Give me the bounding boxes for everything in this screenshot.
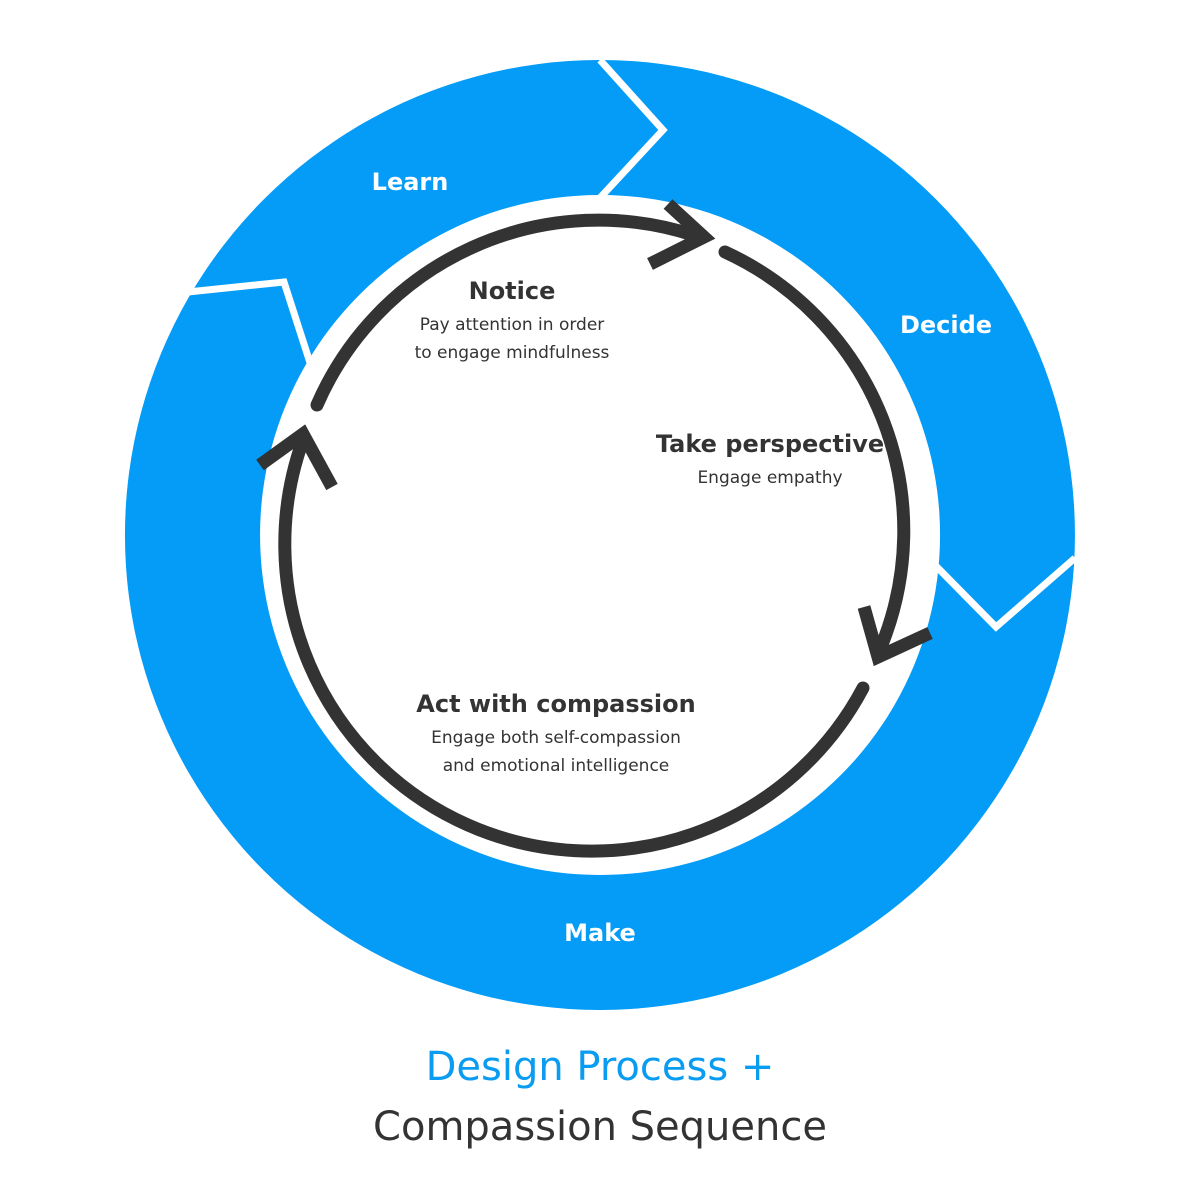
label-make: Make — [564, 919, 636, 947]
perspective-desc-line1: Engage empathy — [697, 468, 842, 488]
notice-desc-line2: to engage mindfulness — [415, 343, 610, 363]
design-process-ring — [124, 57, 1078, 1011]
ring-shape — [124, 60, 1075, 1011]
step-notice: Notice Pay attention in order to engage … — [415, 277, 610, 363]
arrowhead-notice — [647, 199, 716, 270]
step-compassion: Act with compassion Engage both self-com… — [416, 690, 695, 776]
arrowhead-compassion — [256, 424, 338, 491]
arrowhead-perspective — [857, 605, 933, 667]
caption-line1: Design Process + — [426, 1044, 775, 1090]
caption-line2: Compassion Sequence — [373, 1104, 827, 1150]
divider-make-learn — [187, 278, 317, 374]
notice-desc-line1: Pay attention in order — [420, 315, 605, 335]
step-perspective: Take perspective Engage empathy — [656, 430, 884, 488]
cycle-arc-perspective — [718, 245, 911, 654]
label-learn: Learn — [372, 168, 449, 196]
perspective-title: Take perspective — [656, 430, 884, 458]
cycle-arc-notice — [310, 213, 700, 412]
compassion-cycle — [256, 199, 933, 858]
compassion-desc-line2: and emotional intelligence — [443, 756, 670, 776]
notice-title: Notice — [469, 277, 556, 305]
divider-decide-make — [929, 555, 1078, 632]
cycle-arc-compassion — [278, 433, 870, 858]
caption: Design Process + Compassion Sequence — [373, 1044, 827, 1150]
compassion-desc-line1: Engage both self-compassion — [431, 728, 681, 748]
label-decide: Decide — [900, 311, 992, 339]
compassion-title: Act with compassion — [416, 690, 695, 718]
divider-learn-decide — [595, 57, 668, 203]
